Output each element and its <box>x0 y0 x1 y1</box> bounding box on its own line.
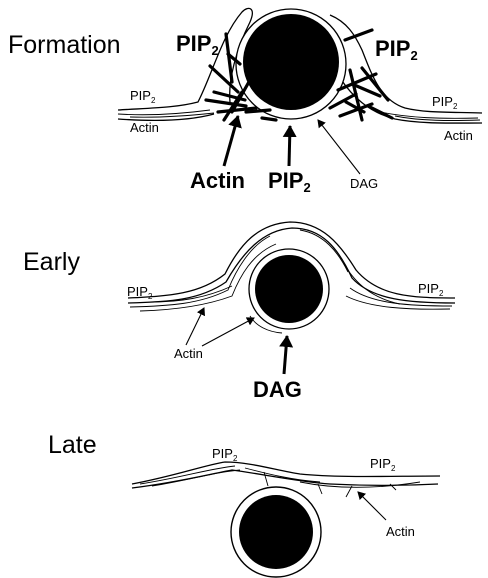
svg-text:PIP2: PIP2 <box>268 168 311 195</box>
early-actin-label: Actin <box>174 346 203 361</box>
late-stage: Late PIP2 PIP2 Actin <box>48 431 440 577</box>
early-stage: Early PIP2 PIP2 Actin DAG <box>23 222 455 402</box>
formation-pip-right-small: PIP2 <box>432 94 458 111</box>
formation-actin-arrow <box>224 116 238 166</box>
early-actin-arrow-2 <box>202 318 254 346</box>
svg-text:PIP2: PIP2 <box>176 31 219 58</box>
early-dag-label: DAG <box>253 377 302 402</box>
svg-text:PIP2: PIP2 <box>375 36 418 63</box>
formation-pip-arrow <box>289 126 290 166</box>
svg-text:PIP2: PIP2 <box>130 88 156 105</box>
early-pip-right: PIP2 <box>418 281 444 298</box>
late-title: Late <box>48 431 97 459</box>
formation-actin-left-small: Actin <box>130 120 159 135</box>
formation-dag-arrow <box>318 120 360 174</box>
formation-particle <box>243 14 339 110</box>
formation-pip-bold-bottom: PIP2 <box>268 168 311 195</box>
formation-actin-bold: Actin <box>190 168 245 193</box>
early-actin-arrow-1 <box>186 308 204 345</box>
late-particle <box>239 495 313 569</box>
svg-text:PIP2: PIP2 <box>432 94 458 111</box>
late-pip-right: PIP2 <box>370 456 396 473</box>
formation-title: Formation <box>8 31 121 59</box>
svg-text:PIP2: PIP2 <box>212 446 238 463</box>
formation-dag-label: DAG <box>350 176 378 191</box>
svg-text:PIP2: PIP2 <box>370 456 396 473</box>
formation-pip-bold-right: PIP2 <box>375 36 418 63</box>
svg-text:PIP2: PIP2 <box>418 281 444 298</box>
early-title: Early <box>23 248 80 276</box>
late-pip-left: PIP2 <box>212 446 238 463</box>
formation-pip-bold-left: PIP2 <box>176 31 219 58</box>
formation-stage: Formation <box>8 8 482 195</box>
formation-membrane-right-upper <box>330 15 482 113</box>
early-dag-arrow <box>284 336 287 374</box>
formation-actin-right-small: Actin <box>444 128 473 143</box>
late-actin-arrow <box>358 492 386 520</box>
early-pip-left: PIP2 <box>127 284 153 301</box>
formation-pip-left-small: PIP2 <box>130 88 156 105</box>
svg-text:PIP2: PIP2 <box>127 284 153 301</box>
late-actin-label: Actin <box>386 524 415 539</box>
early-particle <box>255 255 323 323</box>
